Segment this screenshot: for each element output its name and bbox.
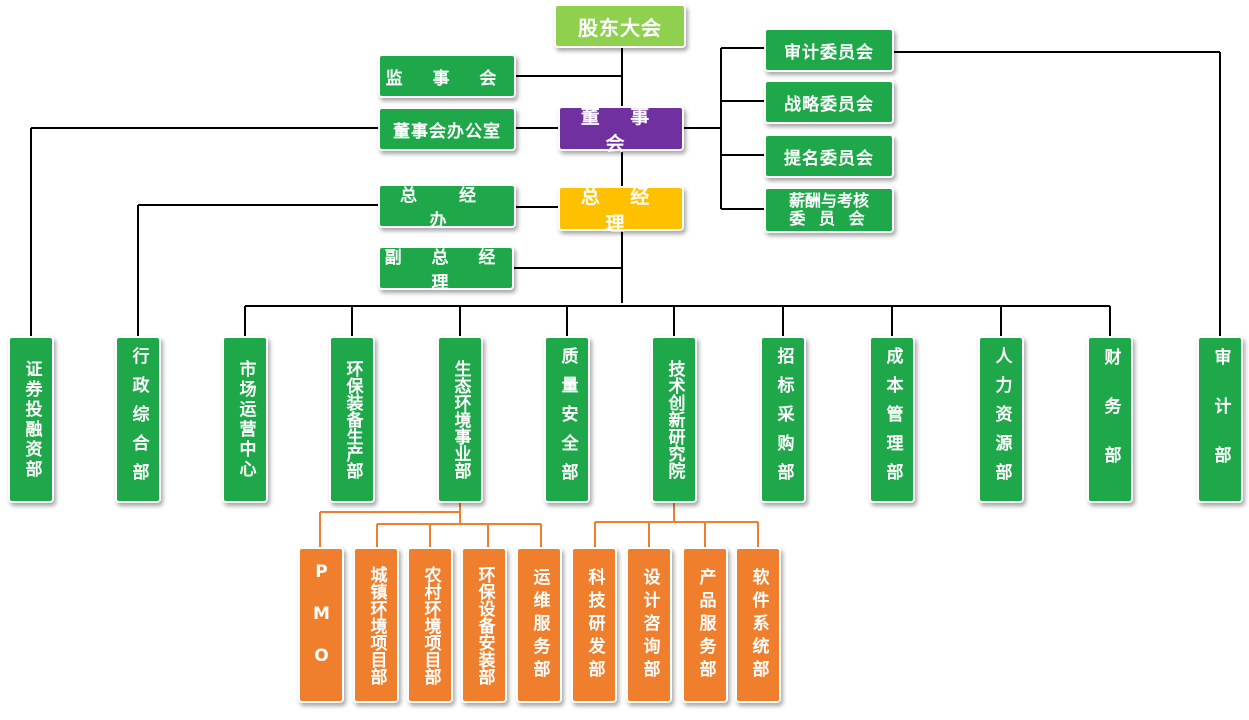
- subdepartment-pmo: PMO: [298, 547, 344, 703]
- subdepartment-installation: 环保设备安装部: [461, 547, 507, 703]
- strategy-committee-box: 战略委员会: [764, 80, 894, 124]
- subdepartment-software: 软件系统部: [735, 547, 781, 703]
- department-market: 市场运营中心: [222, 336, 268, 503]
- subdepartment-label: 农村环境项目部: [420, 565, 441, 685]
- gm-office-label: 总 经 办: [400, 186, 494, 231]
- subdepartment-label: 环保设备安装部: [474, 565, 495, 685]
- department-securities: 证券投融资部: [8, 336, 54, 503]
- department-label: 招标采购部: [773, 347, 794, 492]
- department-label: 证券投融资部: [21, 359, 42, 480]
- supervisors-label: 监 事 会: [385, 68, 509, 89]
- board-box: 董 事 会: [558, 106, 684, 155]
- subdepartment-urban: 城镇环境项目部: [353, 547, 399, 703]
- subdepartment-design: 设计咨询部: [626, 547, 672, 703]
- board-label: 董 事 会: [580, 105, 662, 155]
- shareholders-box: 股东大会: [554, 4, 686, 48]
- deputy-gm-label: 副 总 经 理: [384, 248, 508, 293]
- subdepartment-product-service: 产品服务部: [682, 547, 728, 703]
- department-label: 市场运营中心: [235, 359, 256, 480]
- subdepartment-label: 科技研发部: [584, 567, 605, 683]
- compensation-committee-box: 薪酬与考核 委 员 会: [764, 187, 894, 233]
- shareholders-label: 股东大会: [578, 15, 662, 40]
- department-audit: 审计部: [1197, 336, 1243, 503]
- nomination-committee-label: 提名委员会: [784, 148, 874, 169]
- subdepartment-label: 设计咨询部: [639, 567, 660, 683]
- board-office-box: 董事会办公室: [378, 107, 516, 151]
- department-cost: 成本管理部: [869, 336, 915, 503]
- department-label: 技术创新研究院: [664, 360, 685, 479]
- subdepartment-operations: 运维服务部: [516, 547, 562, 703]
- department-label: 财务部: [1100, 348, 1121, 495]
- department-label: 成本管理部: [882, 347, 903, 492]
- board-office-label: 董事会办公室: [393, 121, 501, 142]
- audit-committee-box: 审计委员会: [764, 28, 894, 72]
- department-label: 审计部: [1210, 348, 1231, 495]
- department-admin: 行政综合部: [115, 336, 161, 503]
- supervisors-box: 监 事 会: [378, 54, 516, 98]
- department-label: 生态环境事业部: [450, 360, 471, 479]
- gm-box: 总 经 理: [558, 186, 684, 235]
- subdepartment-label: PMO: [311, 562, 332, 688]
- department-label: 人力资源部: [991, 347, 1012, 492]
- compensation-committee-label-line1: 薪酬与考核: [788, 191, 869, 210]
- department-hr: 人力资源部: [978, 336, 1024, 503]
- strategy-committee-label: 战略委员会: [784, 94, 874, 115]
- subdepartment-label: 软件系统部: [748, 567, 769, 683]
- compensation-committee-label-line2: 委 员 会: [789, 209, 869, 228]
- department-quality: 质量安全部: [544, 336, 590, 503]
- department-eco: 生态环境事业部: [437, 336, 483, 503]
- subdepartment-label: 城镇环境项目部: [366, 565, 387, 685]
- department-label: 环保装备生产部: [342, 360, 363, 479]
- department-label: 行政综合部: [128, 347, 149, 492]
- department-equipment: 环保装备生产部: [329, 336, 375, 503]
- department-tech-institute: 技术创新研究院: [651, 336, 697, 503]
- gm-label: 总 经 理: [580, 185, 662, 235]
- subdepartment-rnd: 科技研发部: [571, 547, 617, 703]
- subdepartment-rural: 农村环境项目部: [407, 547, 453, 703]
- deputy-gm-box: 副 总 经 理: [378, 246, 514, 293]
- gm-office-box: 总 经 办: [378, 184, 516, 231]
- subdepartment-label: 产品服务部: [695, 567, 716, 683]
- audit-committee-label: 审计委员会: [784, 42, 874, 63]
- department-label: 质量安全部: [557, 347, 578, 492]
- department-finance: 财务部: [1087, 336, 1133, 503]
- nomination-committee-box: 提名委员会: [764, 134, 894, 178]
- department-procurement: 招标采购部: [760, 336, 806, 503]
- subdepartment-label: 运维服务部: [529, 567, 550, 683]
